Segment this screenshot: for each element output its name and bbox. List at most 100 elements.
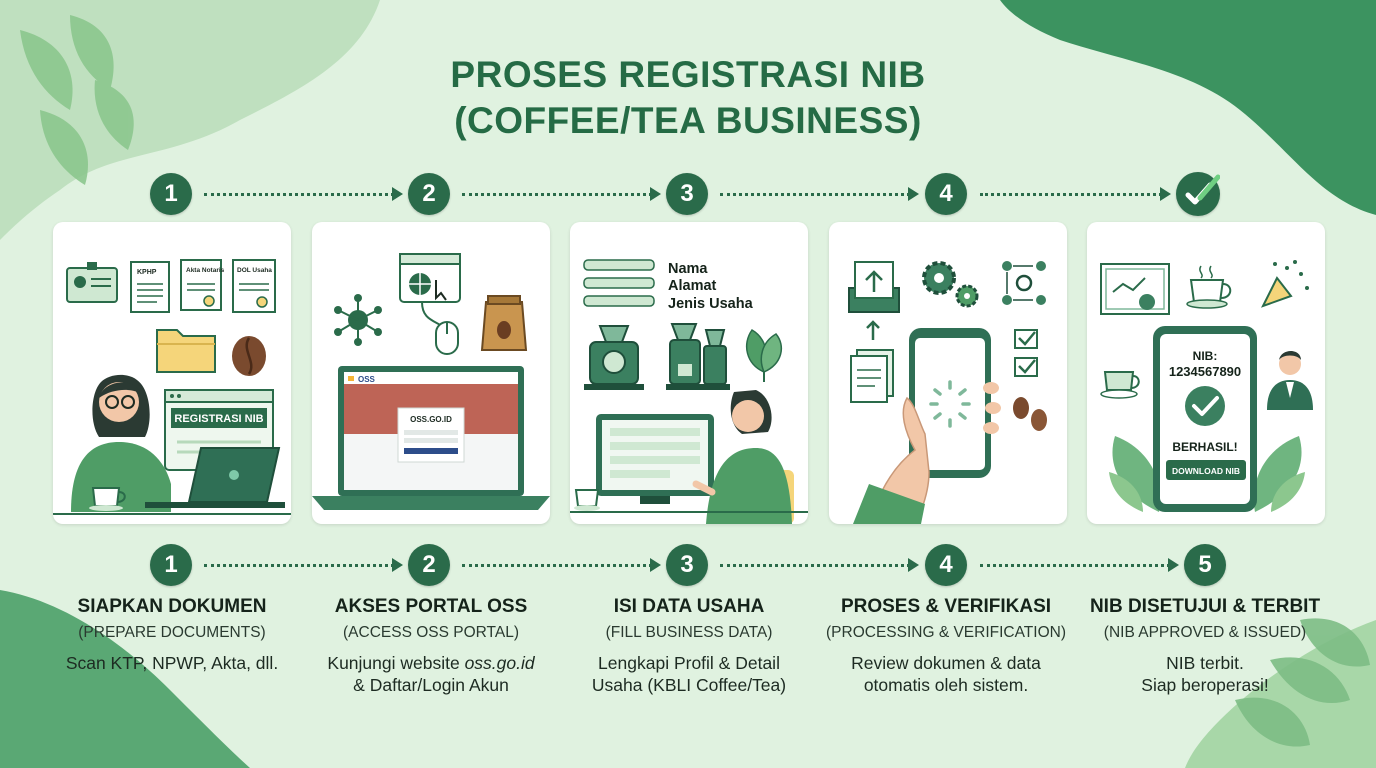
success-status: BERHASIL! bbox=[1172, 440, 1237, 454]
doc-label-1: KPHP bbox=[137, 269, 157, 276]
top-connector-3 bbox=[720, 193, 910, 196]
step-badge-4: 4 bbox=[925, 544, 967, 586]
top-connector-1 bbox=[204, 193, 394, 196]
oss-website-link: oss.go.id bbox=[464, 653, 535, 673]
top-connector-2 bbox=[462, 193, 652, 196]
card-nib-issued: NIB: 1234567890 BERHASIL! DOWNLOAD NIB bbox=[1087, 222, 1325, 524]
laptop-icon bbox=[312, 366, 550, 510]
page-title-line2: (COFFEE/TEA BUSINESS) bbox=[454, 100, 922, 141]
card-access-oss-portal: OSS OSS.GO.ID bbox=[312, 222, 550, 524]
nib-label: NIB: bbox=[1193, 349, 1218, 363]
coffee-bag-icon bbox=[480, 295, 528, 351]
coffee-cup-icon bbox=[1186, 265, 1232, 309]
bottom-connector-1 bbox=[204, 564, 394, 567]
step-3-subtitle: (FILL BUSINESS DATA) bbox=[605, 624, 773, 641]
step-5-desc-line2: Siap beroperasi! bbox=[1141, 675, 1269, 695]
step-4-title: PROSES & VERIFIKASI bbox=[840, 596, 1052, 617]
browser-globe-icon bbox=[399, 253, 461, 303]
leaves-decoration bbox=[1109, 436, 1305, 512]
step-badge-1: 1 bbox=[150, 544, 192, 586]
document-icon bbox=[130, 261, 170, 313]
step-4-desc-line1: Review dokumen & data bbox=[851, 653, 1041, 673]
step-4-desc-line2: otomatis oleh sistem. bbox=[863, 675, 1029, 695]
bottom-connector-3 bbox=[720, 564, 910, 567]
step-3-desc-line2: Usaha (KBLI Coffee/Tea) bbox=[591, 675, 787, 695]
top-step-badge-4: 4 bbox=[925, 173, 967, 215]
bottom-connector-2 bbox=[462, 564, 652, 567]
step-2-desc-prefix: Kunjungi website bbox=[327, 653, 465, 673]
gear-icon bbox=[922, 261, 979, 308]
doc-label-2: Akta Notaris bbox=[186, 267, 225, 274]
step-1-text: SIAPKAN DOKUMEN (PREPARE DOCUMENTS) Scan… bbox=[43, 596, 301, 674]
coffee-beans-icon bbox=[1013, 397, 1047, 431]
documents-stack-icon bbox=[850, 349, 894, 403]
laptop-icon bbox=[145, 447, 285, 508]
download-nib-label: DOWNLOAD NIB bbox=[1172, 466, 1240, 476]
tea-leaf-icon bbox=[745, 329, 783, 382]
step-4-description: Review dokumen & data otomatis oleh sist… bbox=[817, 652, 1075, 696]
step-2-subtitle: (ACCESS OSS PORTAL) bbox=[343, 624, 519, 641]
top-arrow-2 bbox=[650, 187, 661, 201]
step-1-subtitle: (PREPARE DOCUMENTS) bbox=[78, 624, 266, 641]
woman-illustration bbox=[71, 374, 171, 512]
page-title-line1: PROSES REGISTRASI NIB bbox=[450, 54, 926, 95]
coffee-bean-icon bbox=[232, 336, 266, 376]
woman-illustration bbox=[692, 390, 794, 524]
top-arrow-3 bbox=[908, 187, 919, 201]
network-icon bbox=[334, 294, 382, 346]
hand-illustration bbox=[853, 382, 1001, 524]
oss-url-label: OSS.GO.ID bbox=[410, 415, 452, 424]
certificate-icon-2 bbox=[232, 259, 276, 313]
bottom-arrow-3 bbox=[908, 558, 919, 572]
registration-screen-label: REGISTRASI NIB bbox=[174, 413, 263, 425]
businessman-icon bbox=[1267, 351, 1313, 410]
step-5-subtitle: (NIB APPROVED & ISSUED) bbox=[1103, 624, 1307, 641]
coffee-roaster-icon bbox=[584, 325, 644, 390]
step-badge-2: 2 bbox=[408, 544, 450, 586]
oss-brand-label: OSS bbox=[358, 375, 376, 384]
step-2-text: AKSES PORTAL OSS (ACCESS OSS PORTAL) Kun… bbox=[302, 596, 560, 696]
step-5-title: NIB DISETUJUI & TERBIT bbox=[1089, 596, 1321, 617]
form-label-business-type: Jenis Usaha bbox=[668, 296, 754, 312]
party-popper-icon bbox=[1260, 260, 1309, 308]
tea-cup-icon bbox=[1100, 371, 1140, 399]
success-check-icon bbox=[1185, 386, 1225, 426]
checkmark-icon bbox=[1176, 172, 1220, 216]
checklist-icon bbox=[1014, 329, 1038, 377]
card-fill-business-data: Nama Alamat Jenis Usaha bbox=[570, 222, 808, 524]
step-2-title: AKSES PORTAL OSS bbox=[334, 596, 528, 617]
phone-icon bbox=[909, 328, 991, 478]
step-5-text: NIB DISETUJUI & TERBIT (NIB APPROVED & I… bbox=[1076, 596, 1334, 696]
nib-number: 1234567890 bbox=[1169, 364, 1241, 379]
step-3-desc-line1: Lengkapi Profil & Detail bbox=[598, 653, 780, 673]
step-1-description: Scan KTP, NPWP, Akta, dll. bbox=[43, 652, 301, 674]
bottom-arrow-4 bbox=[1168, 558, 1179, 572]
top-connector-4 bbox=[980, 193, 1162, 196]
step-5-desc-line1: NIB terbit. bbox=[1166, 653, 1244, 673]
card-processing-verification bbox=[829, 222, 1067, 524]
step-3-text: ISI DATA USAHA (FILL BUSINESS DATA) Leng… bbox=[560, 596, 818, 696]
step-3-title: ISI DATA USAHA bbox=[613, 596, 765, 617]
certificate-icon bbox=[1100, 263, 1170, 315]
step-4-subtitle: (PROCESSING & VERIFICATION) bbox=[826, 624, 1066, 641]
bottom-connector-4 bbox=[980, 564, 1170, 567]
step-badge-3: 3 bbox=[666, 544, 708, 586]
coffee-cup-icon bbox=[574, 489, 600, 511]
top-step-badge-2: 2 bbox=[408, 173, 450, 215]
step-4-text: PROSES & VERIFIKASI (PROCESSING & VERIFI… bbox=[817, 596, 1075, 696]
step-badge-5: 5 bbox=[1184, 544, 1226, 586]
download-nib-button[interactable] bbox=[1166, 460, 1246, 480]
folder-icon bbox=[156, 329, 216, 373]
certificate-icon bbox=[180, 259, 222, 311]
form-fields-icon bbox=[583, 259, 655, 307]
grinder-icon bbox=[666, 323, 730, 390]
upload-tray-icon bbox=[848, 261, 900, 313]
bottom-arrow-1 bbox=[392, 558, 403, 572]
step-3-description: Lengkapi Profil & Detail Usaha (KBLI Cof… bbox=[560, 652, 818, 696]
top-arrow-4 bbox=[1160, 187, 1171, 201]
bottom-arrow-2 bbox=[650, 558, 661, 572]
top-step-badge-1: 1 bbox=[150, 173, 192, 215]
top-step-badge-3: 3 bbox=[666, 173, 708, 215]
coffee-cup-icon bbox=[89, 487, 126, 511]
card-prepare-documents: KPHP Akta Notaris DOL Usaha bbox=[53, 222, 291, 524]
